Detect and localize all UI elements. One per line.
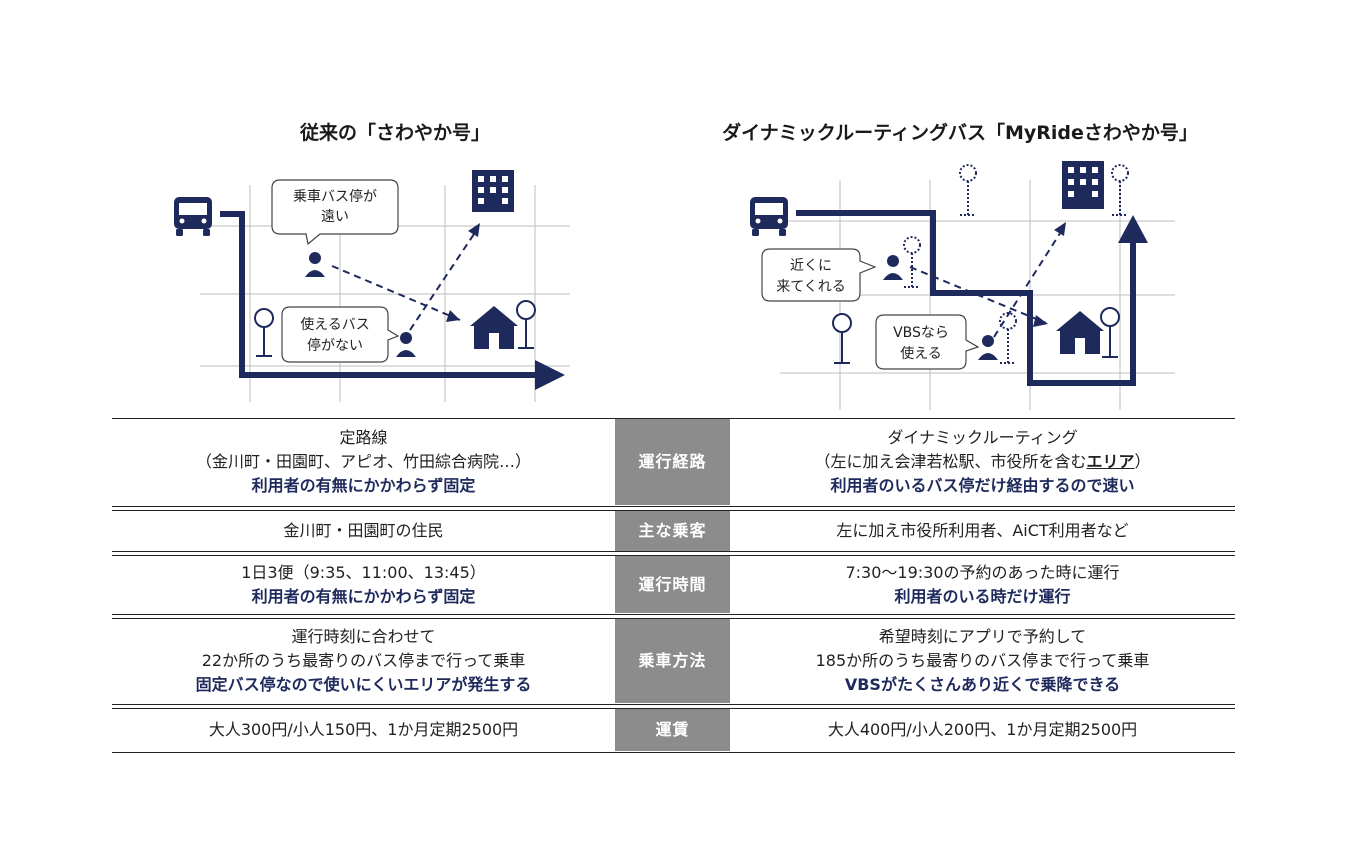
table-row-fare: 大人300円/小人150円、1か月定期2500円 運賃 大人400円/小人200… xyxy=(112,709,1235,751)
virtual-bus-stop-icon xyxy=(959,164,977,216)
speech-bubble-no-stop: 使えるバス 停がない xyxy=(281,306,400,363)
virtual-bus-stop-icon xyxy=(999,312,1017,364)
bus-stop-icon xyxy=(254,308,274,357)
row-label-fare: 運賃 xyxy=(615,709,730,751)
bubble-vbs-line1: VBSなら xyxy=(893,325,949,341)
boarding-before: 運行時刻に合わせて 22か所のうち最寄りのバス停まで行って乗車 固定バス停なので… xyxy=(195,627,532,694)
row-label-hours: 運行時間 xyxy=(615,556,730,613)
passengers-after: 左に加え市役所利用者、AiCT利用者など xyxy=(836,521,1129,540)
house-icon xyxy=(1056,311,1104,354)
bubble-none-line2: 停がない xyxy=(307,337,363,354)
bus-icon xyxy=(750,197,788,236)
person-icon xyxy=(396,332,416,357)
bubble-vbs-line2: 使える xyxy=(900,345,942,362)
bus-stop-icon xyxy=(1100,307,1120,358)
bubble-far-line1: 乗車バス停が xyxy=(293,188,377,205)
route-arrowhead xyxy=(535,360,565,390)
table-row-boarding: 運行時刻に合わせて 22か所のうち最寄りのバス停まで行って乗車 固定バス停なので… xyxy=(112,619,1235,703)
fixed-route-line xyxy=(220,211,545,378)
dashed-path-to-building xyxy=(993,226,1065,338)
building-icon xyxy=(472,170,514,212)
table-row-hours: 1日3便（9:35、11:00、13:45） 利用者の有無にかかわらず固定 運行… xyxy=(112,556,1235,613)
speech-bubble-near: 近くに 来てくれる xyxy=(761,248,877,302)
bus-stop-icon xyxy=(516,300,536,349)
dynamic-route-line xyxy=(796,210,1136,386)
passengers-before: 金川町・田園町の住民 xyxy=(283,521,444,540)
bubble-near-line1: 近くに xyxy=(790,258,832,274)
person-icon xyxy=(305,252,325,277)
house-icon xyxy=(470,306,518,349)
dashed-path-to-house xyxy=(909,266,1047,324)
table-row-passengers: 金川町・田園町の住民 主な乗客 左に加え市役所利用者、AiCT利用者など xyxy=(112,511,1235,551)
bubble-far-line2: 遠い xyxy=(321,209,349,225)
right-title: ダイナミックルーティングバス「MyRideさわやか号」 xyxy=(722,122,1198,144)
left-title: 従来の「さわやか号」 xyxy=(299,122,490,144)
row-label-boarding: 乗車方法 xyxy=(615,619,730,703)
virtual-bus-stop-icon xyxy=(903,236,921,288)
virtual-bus-stop-icon xyxy=(1111,164,1129,216)
table-row-route: 定路線 （金川町・田園町、アピオ、竹田綜合病院…） 利用者の有無にかかわらず固定… xyxy=(112,419,1235,505)
person-icon xyxy=(978,335,998,360)
route-arrowhead xyxy=(1118,215,1148,243)
bus-icon xyxy=(174,197,212,236)
fare-before: 大人300円/小人150円、1か月定期2500円 xyxy=(208,720,519,739)
bubble-near-line2: 来てくれる xyxy=(776,279,846,295)
left-route-diagram: 乗車バス停が 遠い 使えるバス 停がない xyxy=(174,170,570,402)
hours-before: 1日3便（9:35、11:00、13:45） 利用者の有無にかかわらず固定 xyxy=(241,562,486,606)
speech-bubble-far-stop: 乗車バス停が 遠い xyxy=(271,179,399,246)
row-label-passengers: 主な乗客 xyxy=(615,511,730,551)
route-before: 定路線 （金川町・田園町、アピオ、竹田綜合病院…） 利用者の有無にかかわらず固定 xyxy=(195,428,532,495)
fare-after: 大人400円/小人200円、1か月定期2500円 xyxy=(827,720,1138,739)
row-label-route: 運行経路 xyxy=(615,419,730,505)
boarding-after: 希望時刻にアプリで予約して 185か所のうち最寄りのバス停まで行って乗車 VBS… xyxy=(815,627,1150,694)
dashed-path-to-building xyxy=(409,227,479,331)
bubble-none-line1: 使えるバス xyxy=(300,316,370,333)
bus-stop-icon xyxy=(832,313,852,364)
grid xyxy=(200,185,570,402)
right-route-diagram: 近くに 来てくれる VBSなら 使える xyxy=(750,161,1175,410)
building-icon xyxy=(1062,161,1104,209)
hours-after: 7:30～19:30の予約のあった時に運行 利用者のいる時だけ運行 xyxy=(845,562,1120,606)
person-icon xyxy=(883,255,903,280)
speech-bubble-vbs: VBSなら 使える xyxy=(875,314,980,370)
route-after: ダイナミックルーティング （左に加え会津若松駅、市役所を含むエリア） 利用者のい… xyxy=(814,428,1151,495)
